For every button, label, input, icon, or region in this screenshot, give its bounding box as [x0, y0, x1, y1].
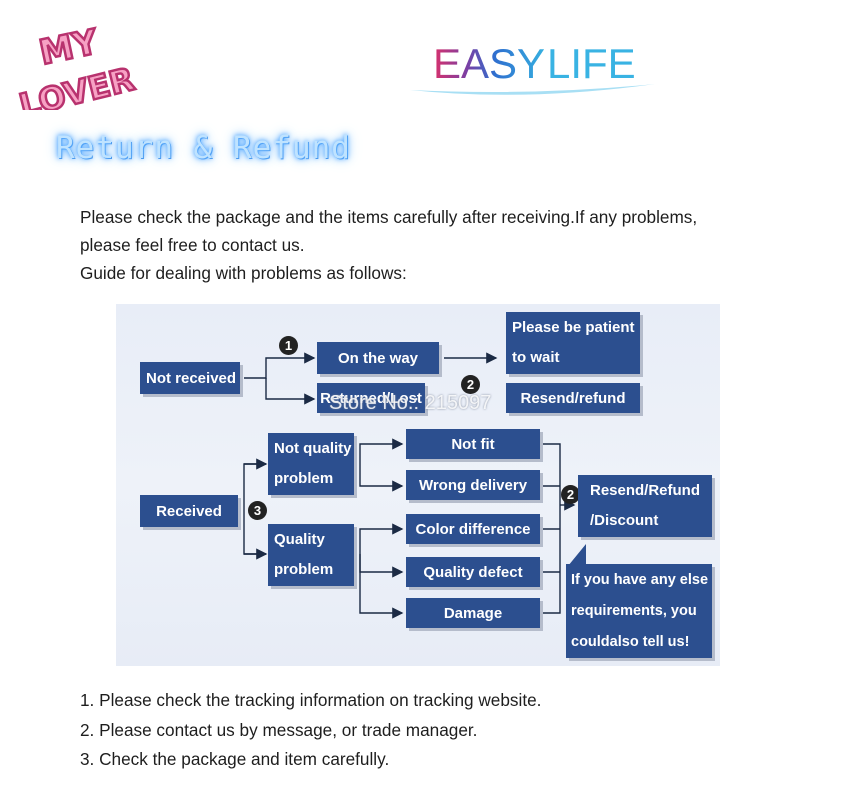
- note-line-3: couldalso tell us!: [571, 633, 690, 650]
- my-lover-logo-line1: MY: [36, 22, 102, 73]
- easy-life-logo-part2: LIFE: [547, 40, 636, 87]
- note-line-2: requirements, you: [571, 602, 697, 619]
- step-badge-3: 3: [248, 501, 267, 520]
- returned-lost-box: Returned/Lost: [317, 383, 425, 413]
- easy-life-logo: EASY LIFE: [410, 40, 655, 95]
- page-title: Return & Refund: [56, 130, 351, 166]
- quality-line-1: Quality: [274, 531, 325, 548]
- not-quality-line-2: problem: [274, 470, 334, 487]
- step-3: 3. Check the package and item carefully.: [80, 749, 390, 769]
- other-requirements-note: If you have any else requirements, you c…: [566, 564, 712, 658]
- resend-refund-discount-box: Resend/Refund /Discount: [578, 475, 712, 537]
- step-badge-2b: 2: [561, 485, 580, 504]
- note-line-1: If you have any else: [571, 571, 709, 588]
- damage-box: Damage: [406, 598, 540, 628]
- not-quality-problem-box: Not quality problem: [268, 433, 354, 495]
- store-watermark: Store No.: 215097: [329, 392, 492, 414]
- not-fit-box: Not fit: [406, 429, 540, 459]
- my-lover-logo-line2: LOVER: [16, 60, 139, 110]
- please-be-patient-line-2: to wait: [512, 349, 560, 366]
- color-difference-box: Color difference: [406, 514, 540, 544]
- steps-list: 1. Please check the tracking information…: [80, 686, 541, 775]
- step-1: 1. Please check the tracking information…: [80, 690, 542, 710]
- flowchart-panel: Not received 1 On the way Returned/Lost …: [116, 304, 720, 666]
- intro-line-2: please feel free to contact us.: [80, 235, 305, 255]
- not-received-box: Not received: [140, 362, 240, 394]
- received-box: Received: [140, 495, 238, 527]
- wrong-delivery-box: Wrong delivery: [406, 470, 540, 500]
- step-badge-2a: 2: [461, 375, 480, 394]
- resend-refund-discount-line-2: /Discount: [590, 512, 659, 529]
- my-lover-logo: MY LOVER: [14, 21, 139, 110]
- resend-refund-box: Resend/refund: [506, 383, 640, 413]
- speech-pointer-icon: [568, 544, 586, 566]
- intro-text: Please check the package and the items c…: [80, 203, 820, 287]
- quality-line-2: problem: [274, 561, 334, 578]
- resend-refund-discount-line-1: Resend/Refund: [590, 482, 701, 499]
- quality-problem-box: Quality problem: [268, 524, 354, 586]
- easy-life-logo-part1: EASY: [433, 40, 545, 87]
- please-be-patient-box: Please be patient to wait: [506, 312, 640, 374]
- step-badge-1: 1: [279, 336, 298, 355]
- step-2: 2. Please contact us by message, or trad…: [80, 719, 478, 740]
- please-be-patient-line-1: Please be patient: [512, 319, 635, 336]
- not-quality-line-1: Not quality: [274, 440, 352, 457]
- on-the-way-box: On the way: [317, 342, 439, 374]
- flowchart-connectors: [243, 352, 586, 619]
- swoosh-icon: [410, 84, 655, 95]
- quality-defect-box: Quality defect: [406, 557, 540, 587]
- intro-line-3: Guide for dealing with problems as follo…: [80, 263, 407, 283]
- intro-line-1: Please check the package and the items c…: [80, 207, 698, 227]
